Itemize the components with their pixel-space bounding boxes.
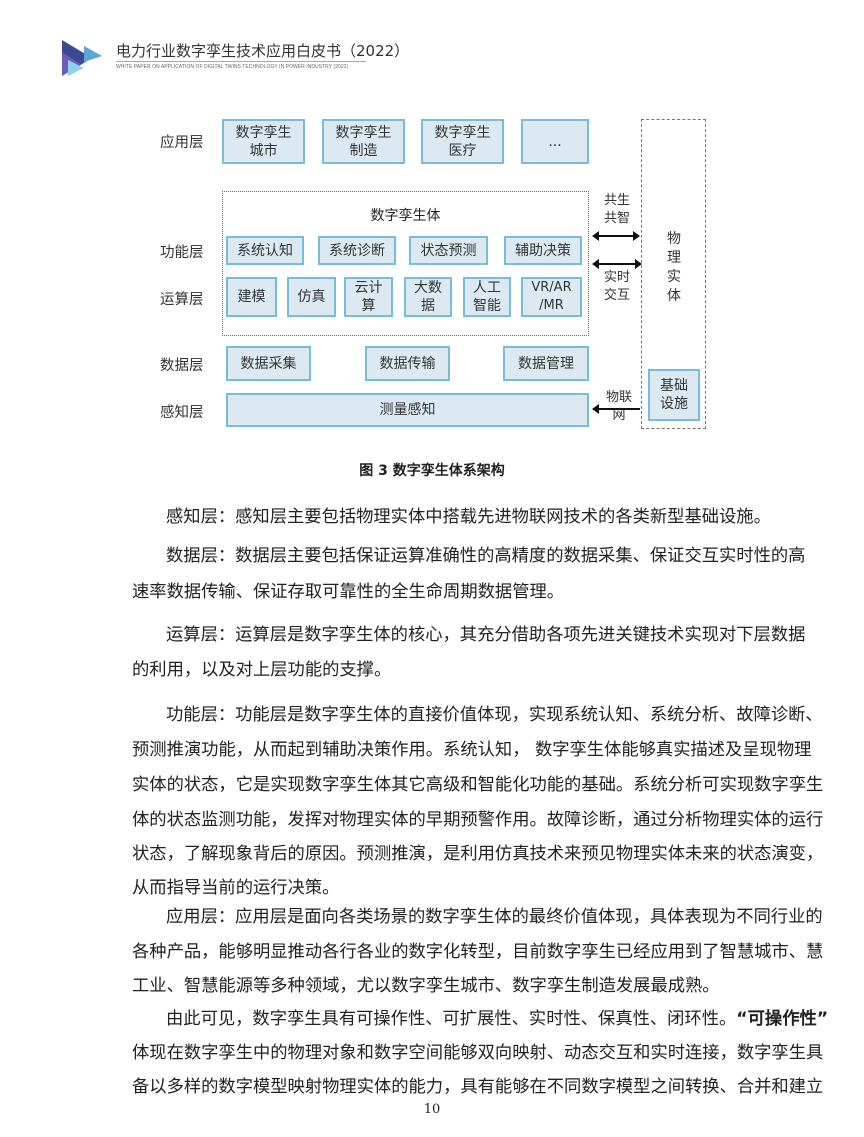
box-text: 医疗 (448, 142, 477, 159)
figure-caption: 图 3 数字孪生体系架构 (359, 463, 505, 479)
data-box: 数据传输 (365, 346, 450, 381)
box-text: 智能 (473, 298, 501, 314)
digital-twin-container (222, 191, 589, 336)
paragraph-line: 由此可见，数字孪生具有可操作性、可扩展性、实时性、保真性、闭环性。“可操作性” (166, 1009, 828, 1029)
compute-box-modeling: 建模 (226, 277, 277, 317)
physical-entity-container (641, 119, 706, 429)
label-text: 交互 (603, 288, 630, 303)
paragraph-line: 的利用，以及对上层功能的支撑。 (132, 660, 392, 680)
compute-box-vr: VR/AR/MR (521, 277, 582, 317)
box-text: 仿真 (297, 289, 326, 305)
box-text: 建模 (237, 289, 266, 305)
paragraph-line: 数据层：数据层主要包括保证运算准确性的高精度的数据采集、保证交互实时性的高 (166, 546, 806, 566)
box-text: 据 (421, 298, 435, 314)
box-text: 基础 (660, 378, 688, 394)
box-text: 数字孪生 (335, 124, 392, 141)
label-text: 理 (667, 250, 681, 266)
box-text: 云计 (354, 280, 383, 296)
app-box-city: 数字孪生城市 (222, 119, 305, 164)
paragraph-line: 体现在数字孪生中的物理对象和数字空间能够双向映射、动态交互和实时连接，数字孪生具 (132, 1043, 824, 1063)
box-text: 人工 (473, 280, 501, 296)
row-label-data: 数据层 (160, 358, 204, 374)
label-text: 体 (667, 288, 681, 304)
double-arrow-icon (592, 259, 642, 269)
data-box: 数据采集 (226, 346, 311, 381)
label-text: 实时 (603, 270, 630, 285)
box-text: 算 (361, 298, 376, 314)
link-label-symbiosis: 共生共智 (602, 192, 632, 228)
page-number: 10 (423, 1102, 441, 1117)
paragraph-line: 预测推演功能，从而起到辅助决策作用。系统认知， 数字孪生体能够真实描述及呈现物理 (132, 740, 812, 760)
document-title: 电力行业数字孪生技术应用白皮书（2022） (116, 42, 410, 60)
label-text: 物联 (605, 390, 632, 405)
label-text: 共生 (603, 193, 630, 208)
paragraph-line: 各种产品，能够明显推动各行各业的数字化转型，目前数字孪生已经应用到了智慧城市、慧 (132, 942, 824, 962)
digital-twin-title: 数字孪生体 (370, 208, 441, 224)
paragraph-line: 工业、智慧能源等多种领域，尤以数字孪生城市、数字孪生制造发展最成熟。 (132, 976, 720, 996)
paragraph-line: 从而指导当前的运行决策。 (132, 878, 340, 898)
data-box: 数据管理 (503, 346, 589, 381)
paragraph-line: 备以多样的数字模型映射物理实体的能力，具有能够在不同数字模型之间转换、合并和建立 (132, 1077, 824, 1097)
box-text: 设施 (660, 396, 688, 412)
bold-phrase: “可操作性” (736, 1009, 829, 1029)
app-box-more: ... (521, 119, 589, 164)
row-label-compute: 运算层 (160, 292, 204, 308)
paragraph-line: 状态，了解现象背后的原因。预测推演，是利用仿真技术来预见物理实体未来的状态演变， (132, 844, 824, 864)
sense-box: 测量感知 (226, 393, 589, 427)
app-box-manufacturing: 数字孪生制造 (322, 119, 405, 164)
compute-box-simulation: 仿真 (287, 277, 336, 317)
function-box: 辅助决策 (504, 236, 582, 265)
paragraph-line: 体的状态监测功能，发挥对物理实体的早期预警作用。故障诊断，通过分析物理实体的运行 (132, 810, 824, 830)
paragraph-line: 感知层：感知层主要包括物理实体中搭载先进物联网技术的各类新型基础设施。 (166, 507, 771, 527)
function-box: 系统诊断 (318, 236, 396, 265)
box-text: 数字孪生 (235, 124, 292, 141)
label-text: 网 (612, 408, 626, 423)
row-label-sense: 感知层 (160, 405, 204, 421)
box-text: /MR (539, 298, 564, 313)
paragraph-line: 功能层：功能层是数字孪生体的直接价值体现，实现系统认知、系统分析、故障诊断、 (166, 705, 823, 725)
paragraph-text: 由此可见，数字孪生具有可操作性、可扩展性、实时性、保真性、闭环性。 (166, 1009, 737, 1029)
paragraph-line: 实体的状态，它是实现数字孪生体其它高级和智能化功能的基础。系统分析可实现数字孪生 (132, 775, 824, 795)
function-box: 状态预测 (409, 236, 488, 265)
label-text: 物 (667, 231, 681, 247)
infrastructure-box: 基础设施 (648, 369, 700, 421)
label-text: 实 (667, 269, 681, 285)
app-box-medical: 数字孪生医疗 (421, 119, 504, 164)
paragraph-line: 应用层：应用层是面向各类场景的数字孪生体的最终价值体现，具体表现为不同行业的 (166, 907, 823, 927)
logo-icon (58, 38, 106, 78)
link-label-realtime: 实时交互 (602, 269, 632, 305)
box-text: 制造 (349, 142, 378, 159)
double-arrow-icon (592, 231, 640, 241)
left-arrow-icon (592, 404, 640, 414)
compute-box-ai: 人工智能 (463, 277, 511, 317)
function-box: 系统认知 (226, 236, 304, 265)
box-text: VR/AR (531, 280, 572, 295)
box-text: 城市 (249, 142, 278, 159)
compute-box-cloud: 云计算 (344, 277, 393, 317)
box-text: 数字孪生 (434, 124, 491, 141)
paragraph-line: 速率数据传输、保证存取可靠性的全生命周期数据管理。 (132, 582, 565, 602)
box-text: ... (548, 133, 562, 150)
row-label-function: 功能层 (160, 245, 204, 261)
row-label-application: 应用层 (160, 135, 204, 151)
document-subtitle: WHITE PAPER ON APPLICATION OF DIGITAL TW… (116, 64, 349, 70)
header-divider (116, 61, 366, 62)
link-label-iot: 物联网 (604, 389, 634, 425)
paragraph-line: 运算层：运算层是数字孪生体的核心，其充分借助各项先进关键技术实现对下层数据 (166, 625, 806, 645)
compute-box-bigdata: 大数据 (404, 277, 452, 317)
physical-entity-label: 物 理 实 体 (659, 230, 689, 306)
box-text: 大数 (414, 280, 442, 296)
label-text: 共智 (603, 211, 630, 226)
